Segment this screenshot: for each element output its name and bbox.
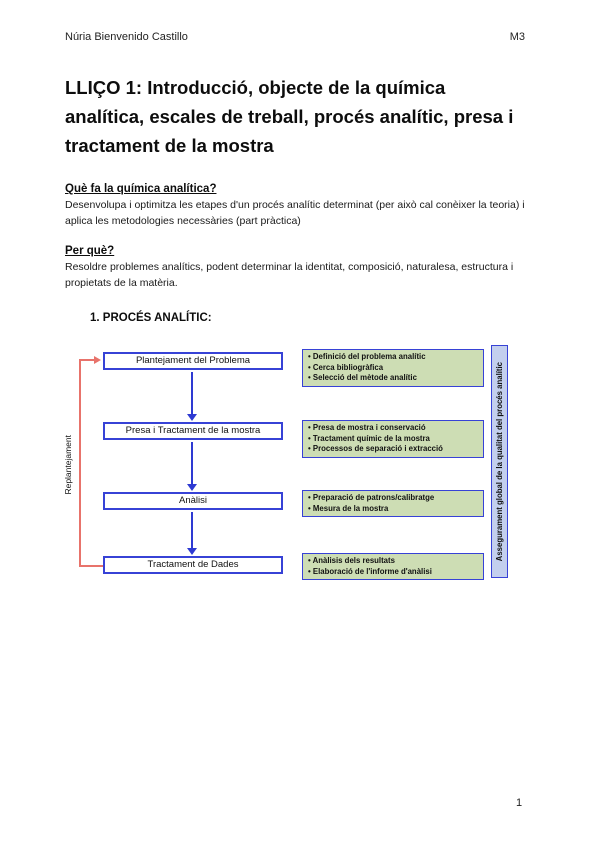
quality-assurance-bar: Assegurament global de la qualitat del p…	[491, 345, 508, 578]
flow-box-presa-tractament: Presa i Tractament de la mostra	[103, 422, 283, 440]
page-title: LLIÇO 1: Introducció, objecte de la quím…	[65, 77, 514, 156]
section-body-que-fa: Desenvolupa i optimitza les etapes d'un …	[65, 199, 525, 227]
detail-bullet: Presa de mostra i conservació	[308, 423, 478, 434]
flow-arrow-line	[191, 442, 193, 484]
detail-bullet: Definició del problema analític	[308, 352, 478, 363]
flow-arrow-line	[191, 512, 193, 548]
detail-bullet: Anàlisis dels resultats	[308, 556, 478, 567]
section-heading-que-fa: Què fa la química analítica?	[65, 183, 217, 195]
detail-box-tractament-dades: Anàlisis dels resultatsElaboració de l'i…	[302, 553, 484, 580]
detail-box-analisi: Preparació de patrons/calibratgeMesura d…	[302, 490, 484, 517]
flow-arrow-line	[191, 372, 193, 414]
detail-bullet: Tractament químic de la mostra	[308, 434, 478, 445]
flow-box-tractament-dades: Tractament de Dades	[103, 556, 283, 574]
feedback-line-top	[79, 359, 95, 361]
feedback-arrowhead-icon	[94, 356, 101, 364]
detail-bullet: Elaboració de l'informe d'anàlisi	[308, 567, 478, 578]
numbered-heading-proces-analitic: 1. PROCÉS ANALÍTIC:	[90, 312, 212, 324]
feedback-label: Replantejament	[63, 435, 73, 495]
page-header: Núria Bienvenido Castillo M3	[65, 0, 525, 43]
flow-arrowhead-icon	[187, 484, 197, 491]
flow-box-plantejament: Plantejament del Problema	[103, 352, 283, 370]
feedback-line-vertical	[79, 359, 81, 567]
detail-bullet: Mesura de la mostra	[308, 504, 478, 515]
flow-box-analisi: Anàlisi	[103, 492, 283, 510]
detail-bullet: Cerca bibliogràfica	[308, 363, 478, 374]
section-body-per-que: Resoldre problemes analítics, podent det…	[65, 261, 514, 289]
section-heading-per-que: Per què?	[65, 245, 115, 257]
flow-arrowhead-icon	[187, 414, 197, 421]
detail-bullet: Preparació de patrons/calibratge	[308, 493, 478, 504]
page-number: 1	[516, 797, 523, 809]
detail-bullet: Processos de separació i extracció	[308, 444, 478, 455]
analytic-process-flowchart: Replantejament Plantejament del Problema…	[0, 338, 600, 593]
author-name: Núria Bienvenido Castillo	[65, 31, 188, 43]
detail-box-plantejament: Definició del problema analíticCerca bib…	[302, 349, 484, 387]
detail-bullet: Selecció del mètode analític	[308, 373, 478, 384]
detail-box-presa-tractament: Presa de mostra i conservacióTractament …	[302, 420, 484, 458]
module-code: M3	[509, 31, 525, 43]
feedback-line-bottom	[79, 565, 104, 567]
flow-arrowhead-icon	[187, 548, 197, 555]
